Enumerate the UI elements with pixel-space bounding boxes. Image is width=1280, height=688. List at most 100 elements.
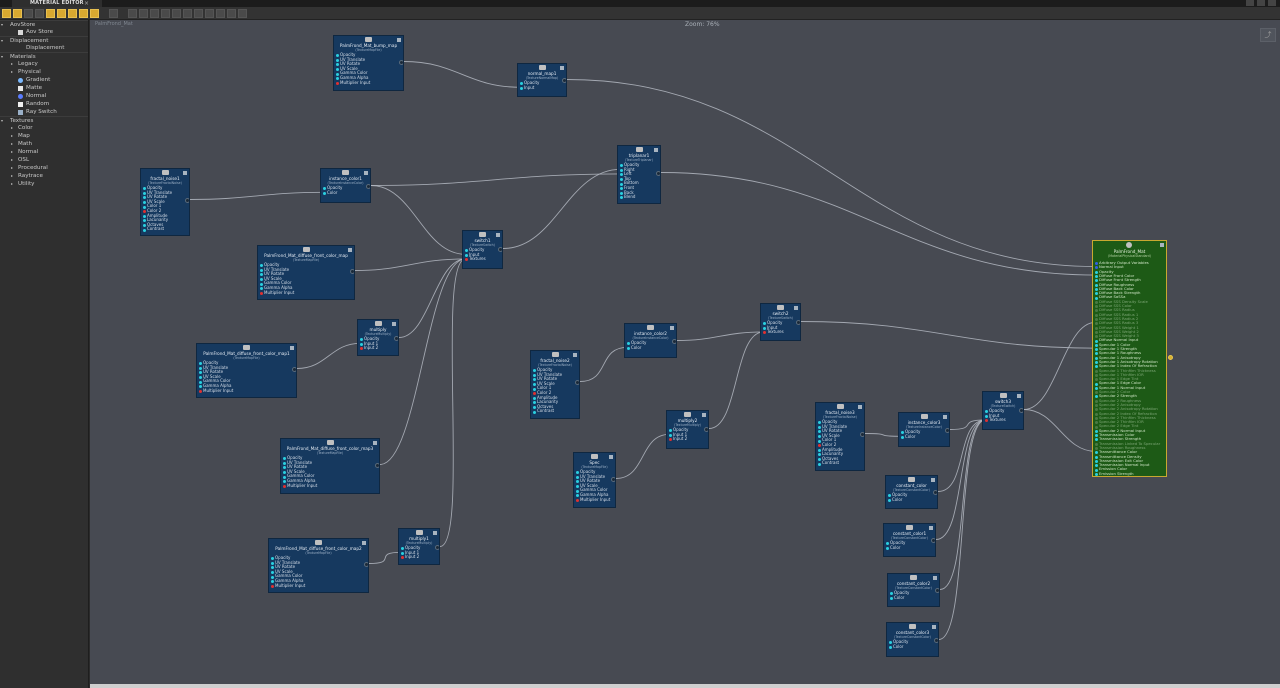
node-graph-canvas[interactable]: PalmFrond_Mat Zoom: 76% ⤴ PalmFrond_Mat_… bbox=[90, 20, 1280, 684]
input-port[interactable]: Input 2 bbox=[360, 346, 378, 351]
material-input-port[interactable]: Diffuse SSS Radius 1 bbox=[1095, 312, 1138, 318]
input-port[interactable]: Opacity bbox=[260, 262, 279, 268]
output-port[interactable] bbox=[366, 184, 370, 189]
input-port[interactable]: Gamma Alpha bbox=[199, 383, 231, 389]
node-collapse-icon[interactable] bbox=[858, 405, 862, 409]
output-port[interactable] bbox=[945, 428, 949, 433]
wire-fractal1-to-instcol1[interactable] bbox=[189, 191, 324, 200]
input-port[interactable]: Blend bbox=[620, 195, 635, 200]
material-input-port[interactable]: Transmission Linked To Specular bbox=[1095, 441, 1160, 447]
window-close-icon[interactable] bbox=[1268, 0, 1276, 6]
material-input-port[interactable]: Diffuse SSS Color bbox=[1095, 303, 1132, 309]
tree-item-raytrace[interactable]: ▸Raytrace bbox=[0, 172, 88, 180]
material-input-port[interactable]: Specular 1 Edge Tint bbox=[1095, 376, 1138, 382]
material-input-port[interactable]: Diffuse SSS Density Scale bbox=[1095, 299, 1148, 305]
node-instcol2[interactable]: instance_color2(TextureInstanceColor)Opa… bbox=[624, 323, 677, 358]
input-port[interactable]: Top bbox=[620, 176, 631, 182]
material-input-port[interactable]: Diffuse Back Strength bbox=[1095, 290, 1140, 296]
input-port[interactable]: Color 2 bbox=[143, 208, 161, 214]
wire-front2-to-mult2[interactable] bbox=[368, 551, 402, 564]
output-port[interactable] bbox=[185, 198, 189, 203]
wire-switch3-to-mat[interactable] bbox=[1023, 321, 1096, 410]
node-icon[interactable] bbox=[46, 8, 55, 18]
wire-bump-to-normal[interactable] bbox=[403, 61, 521, 88]
window-float-icon[interactable] bbox=[1257, 0, 1265, 6]
material-input-port[interactable]: Specular 1 Roughness bbox=[1095, 350, 1141, 356]
node-instcol3[interactable]: instance_color3(TextureInstanceColor)Opa… bbox=[898, 412, 950, 447]
material-input-port[interactable]: Specular 2 Color bbox=[1095, 389, 1130, 395]
node-icon[interactable] bbox=[79, 8, 88, 18]
collapsed-arrow-icon[interactable]: ▸ bbox=[11, 61, 14, 66]
input-port[interactable]: Opacity bbox=[360, 336, 379, 342]
node-icon[interactable] bbox=[90, 8, 99, 18]
tree-item-procedural[interactable]: ▸Procedural bbox=[0, 164, 88, 172]
material-input-port[interactable]: Normal Input bbox=[1095, 264, 1124, 270]
tree-item-utility[interactable]: ▸Utility bbox=[0, 180, 88, 188]
node-collapse-icon[interactable] bbox=[362, 541, 366, 545]
input-port[interactable]: Opacity bbox=[199, 360, 218, 366]
material-output-port[interactable] bbox=[1168, 354, 1173, 360]
home-view-icon[interactable]: ⤴ bbox=[1260, 28, 1276, 42]
output-port[interactable] bbox=[931, 538, 935, 543]
input-port[interactable]: Multiplier Input bbox=[576, 497, 610, 503]
node-front2[interactable]: PalmFrond_Mat_diffuse_front_color_map2(T… bbox=[268, 538, 369, 593]
wire-front1-to-mult1[interactable] bbox=[296, 342, 361, 369]
input-port[interactable]: UV Translate bbox=[283, 460, 312, 466]
window-menu-icon[interactable] bbox=[1246, 0, 1254, 6]
node-collapse-icon[interactable] bbox=[702, 413, 706, 417]
input-port[interactable]: Input bbox=[520, 85, 534, 91]
material-input-port[interactable]: Specular 1 Anisotropy Rotation bbox=[1095, 359, 1158, 365]
material-input-port[interactable]: Diffuse SSS Weight 3 bbox=[1095, 333, 1139, 339]
material-input-port[interactable]: Specular 1 Anisotropy bbox=[1095, 355, 1141, 361]
input-port[interactable]: Input bbox=[985, 413, 999, 419]
collapsed-arrow-icon[interactable]: ▸ bbox=[11, 181, 14, 186]
input-port[interactable]: Color bbox=[886, 545, 900, 551]
material-input-port[interactable]: Diffuse Roughness bbox=[1095, 282, 1134, 288]
tree-item-aov-store[interactable]: Aov Store bbox=[0, 28, 88, 36]
input-port[interactable]: UV Scale bbox=[818, 433, 840, 439]
node-collapse-icon[interactable] bbox=[392, 322, 396, 326]
output-port[interactable] bbox=[292, 367, 296, 372]
output-port[interactable] bbox=[364, 562, 368, 567]
material-input-port[interactable]: Diffuse SSS Radius bbox=[1095, 307, 1135, 313]
input-port[interactable]: Color bbox=[627, 345, 641, 351]
material-input-port[interactable]: Transmittance Density bbox=[1095, 454, 1142, 460]
material-output-node[interactable]: PalmFrond_Mat(MaterialPhysicalStandard)A… bbox=[1092, 240, 1167, 477]
node-collapse-icon[interactable] bbox=[373, 441, 377, 445]
input-port[interactable]: UV Rotate bbox=[199, 370, 223, 375]
node-const4[interactable]: constant_color3(TextureConstantColor)Opa… bbox=[886, 622, 939, 657]
input-port[interactable]: Opacity bbox=[889, 639, 908, 645]
material-input-port[interactable]: Diffuse Normal Input bbox=[1095, 338, 1138, 343]
output-port[interactable] bbox=[375, 463, 379, 468]
input-port[interactable]: Right bbox=[620, 167, 635, 173]
input-port[interactable]: UV Translate bbox=[336, 57, 365, 63]
input-port[interactable]: Gamma Alpha bbox=[260, 285, 292, 291]
output-port[interactable] bbox=[562, 78, 566, 83]
input-port[interactable]: Opacity bbox=[576, 469, 595, 475]
input-port[interactable]: Color 1 bbox=[143, 204, 161, 209]
input-port[interactable]: Contrast bbox=[533, 409, 554, 414]
material-input-port[interactable]: Specular 2 Anisotropy Rotation bbox=[1095, 406, 1158, 412]
pointer-icon[interactable] bbox=[128, 8, 137, 18]
node-collapse-icon[interactable] bbox=[654, 148, 658, 152]
input-port[interactable]: Textures bbox=[763, 330, 784, 335]
input-port[interactable]: UV Scale bbox=[576, 483, 598, 489]
output-port[interactable] bbox=[796, 320, 800, 325]
wire-instcol1-to-triplanar[interactable] bbox=[370, 173, 621, 186]
input-port[interactable]: Input 2 bbox=[401, 555, 419, 560]
tree-item-normal[interactable]: Normal bbox=[0, 92, 88, 100]
output-port[interactable] bbox=[1019, 408, 1023, 413]
select-icon[interactable] bbox=[2, 8, 11, 18]
node-front[interactable]: PalmFrond_Mat_diffuse_front_color_map(Te… bbox=[257, 245, 355, 300]
input-port[interactable]: Gamma Alpha bbox=[283, 478, 315, 484]
collapsed-arrow-icon[interactable]: ▸ bbox=[11, 133, 14, 138]
input-port[interactable]: Color bbox=[889, 644, 903, 650]
material-input-port[interactable]: Transmission Color bbox=[1095, 432, 1135, 438]
input-port[interactable]: Multiplier Input bbox=[283, 483, 317, 489]
input-port[interactable]: Opacity bbox=[669, 427, 688, 433]
input-port[interactable]: UV Rotate bbox=[143, 195, 167, 200]
input-port[interactable]: UV Rotate bbox=[336, 62, 360, 67]
input-port[interactable]: Opacity bbox=[818, 419, 837, 425]
